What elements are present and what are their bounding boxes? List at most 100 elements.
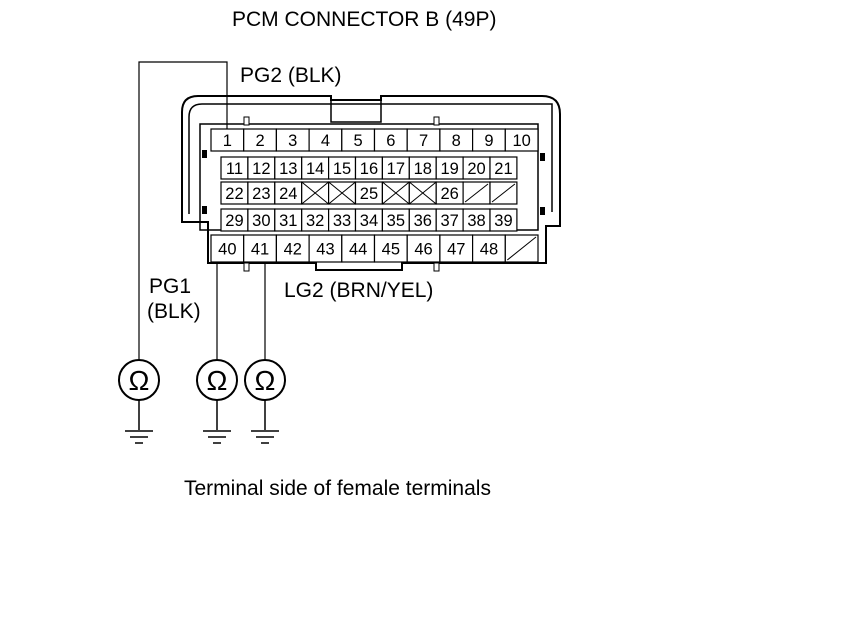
terminal-cell: 14 bbox=[301, 156, 330, 180]
terminal-cell: 24 bbox=[274, 181, 303, 205]
caption-terminal-side: Terminal side of female terminals bbox=[184, 477, 491, 500]
terminal-number: 11 bbox=[226, 160, 243, 178]
terminal-cell: 32 bbox=[301, 208, 330, 232]
terminal-number: 13 bbox=[279, 160, 297, 178]
terminal-cell: 48 bbox=[472, 234, 506, 263]
label-pg2: PG2 (BLK) bbox=[240, 64, 342, 87]
terminal-number: 35 bbox=[387, 212, 405, 230]
terminal-cell: 41 bbox=[243, 234, 277, 263]
terminal-number: 17 bbox=[387, 160, 405, 178]
terminal-cell: 29 bbox=[220, 208, 249, 232]
terminal-cell: 15 bbox=[328, 156, 357, 180]
ground-icon bbox=[125, 400, 153, 444]
terminal-number: 20 bbox=[467, 160, 485, 178]
terminal-number: 4 bbox=[321, 132, 330, 150]
terminal-number: 45 bbox=[382, 241, 400, 259]
terminal-number: 18 bbox=[414, 160, 432, 178]
terminal-number: 42 bbox=[284, 241, 302, 259]
terminal-number: 21 bbox=[494, 160, 512, 178]
terminal-number: 37 bbox=[440, 212, 458, 230]
terminal-cell: 39 bbox=[489, 208, 518, 232]
terminal-number: 3 bbox=[288, 132, 297, 150]
terminal-number: 22 bbox=[225, 185, 243, 203]
terminal-number: 1 bbox=[223, 132, 232, 150]
terminal-number: 44 bbox=[349, 241, 367, 259]
terminal-cell: 44 bbox=[341, 234, 376, 263]
terminal-cell: 34 bbox=[354, 208, 383, 232]
ohmmeter-lg2: Ω bbox=[244, 359, 286, 444]
terminal-cell: 9 bbox=[472, 128, 506, 152]
terminal-cell bbox=[381, 181, 410, 205]
terminal-number: 19 bbox=[440, 160, 458, 178]
terminal-number: 16 bbox=[360, 160, 378, 178]
terminal-cell: 17 bbox=[381, 156, 410, 180]
terminal-number: 38 bbox=[467, 212, 485, 230]
ohm-symbol: Ω bbox=[207, 365, 228, 396]
terminal-cell: 11 bbox=[220, 156, 249, 180]
label-pg1-line2: (BLK) bbox=[147, 300, 201, 323]
terminal-number: 48 bbox=[480, 241, 498, 259]
terminal-number: 10 bbox=[512, 132, 530, 150]
terminal-number: 32 bbox=[306, 212, 324, 230]
terminal-cell: 22 bbox=[220, 181, 249, 205]
terminal-number: 2 bbox=[255, 132, 264, 150]
terminal-number: 12 bbox=[252, 160, 270, 178]
terminal-cell bbox=[462, 181, 491, 205]
ground-icon bbox=[203, 400, 231, 444]
terminal-number: 14 bbox=[306, 160, 324, 178]
terminal-number: 23 bbox=[252, 185, 270, 203]
terminal-cell: 43 bbox=[308, 234, 343, 263]
terminal-cell: 42 bbox=[275, 234, 310, 263]
terminal-cell: 25 bbox=[354, 181, 383, 205]
terminal-number: 31 bbox=[279, 212, 297, 230]
terminal-cell: 19 bbox=[435, 156, 464, 180]
terminal-cell: 36 bbox=[408, 208, 437, 232]
terminal-cell: 6 bbox=[373, 128, 408, 152]
terminal-cell: 16 bbox=[354, 156, 383, 180]
terminal-cell: 47 bbox=[439, 234, 474, 263]
terminal-cell: 18 bbox=[408, 156, 437, 180]
terminal-number: 39 bbox=[494, 212, 512, 230]
terminal-cell: 38 bbox=[462, 208, 491, 232]
terminal-cell: 5 bbox=[341, 128, 376, 152]
label-lg2: LG2 (BRN/YEL) bbox=[284, 279, 433, 302]
terminal-cell bbox=[504, 234, 539, 263]
terminal-cell: 1 bbox=[210, 128, 245, 152]
terminal-cell: 20 bbox=[462, 156, 491, 180]
terminal-cell: 10 bbox=[504, 128, 539, 152]
terminal-cell: 3 bbox=[275, 128, 310, 152]
terminal-number: 30 bbox=[252, 212, 270, 230]
terminal-number: 9 bbox=[484, 132, 493, 150]
terminal-cell bbox=[408, 181, 437, 205]
terminal-cell: 26 bbox=[435, 181, 464, 205]
terminal-cell: 45 bbox=[373, 234, 408, 263]
terminal-cell: 12 bbox=[247, 156, 276, 180]
terminal-number: 7 bbox=[419, 132, 428, 150]
terminal-cell: 21 bbox=[489, 156, 518, 180]
ohm-symbol: Ω bbox=[255, 365, 276, 396]
terminal-number: 15 bbox=[333, 160, 351, 178]
terminal-cell: 4 bbox=[308, 128, 343, 152]
terminal-number: 6 bbox=[386, 132, 395, 150]
terminal-cell bbox=[301, 181, 330, 205]
terminal-cell: 23 bbox=[247, 181, 276, 205]
terminal-cell: 31 bbox=[274, 208, 303, 232]
terminal-number: 34 bbox=[360, 212, 378, 230]
terminal-number: 46 bbox=[414, 241, 432, 259]
terminal-cell: 33 bbox=[328, 208, 357, 232]
terminal-number: 43 bbox=[316, 241, 334, 259]
housing-details bbox=[202, 116, 545, 272]
terminal-cell: 37 bbox=[435, 208, 464, 232]
ohm-symbol: Ω bbox=[129, 365, 150, 396]
terminal-number: 41 bbox=[251, 241, 269, 259]
terminal-number: 33 bbox=[333, 212, 351, 230]
terminal-cell bbox=[489, 181, 518, 205]
diagram-title: PCM CONNECTOR B (49P) bbox=[232, 8, 496, 31]
terminal-number: 8 bbox=[452, 132, 461, 150]
terminal-cell: 46 bbox=[406, 234, 441, 263]
terminal-number: 36 bbox=[414, 212, 432, 230]
terminal-cell: 30 bbox=[247, 208, 276, 232]
